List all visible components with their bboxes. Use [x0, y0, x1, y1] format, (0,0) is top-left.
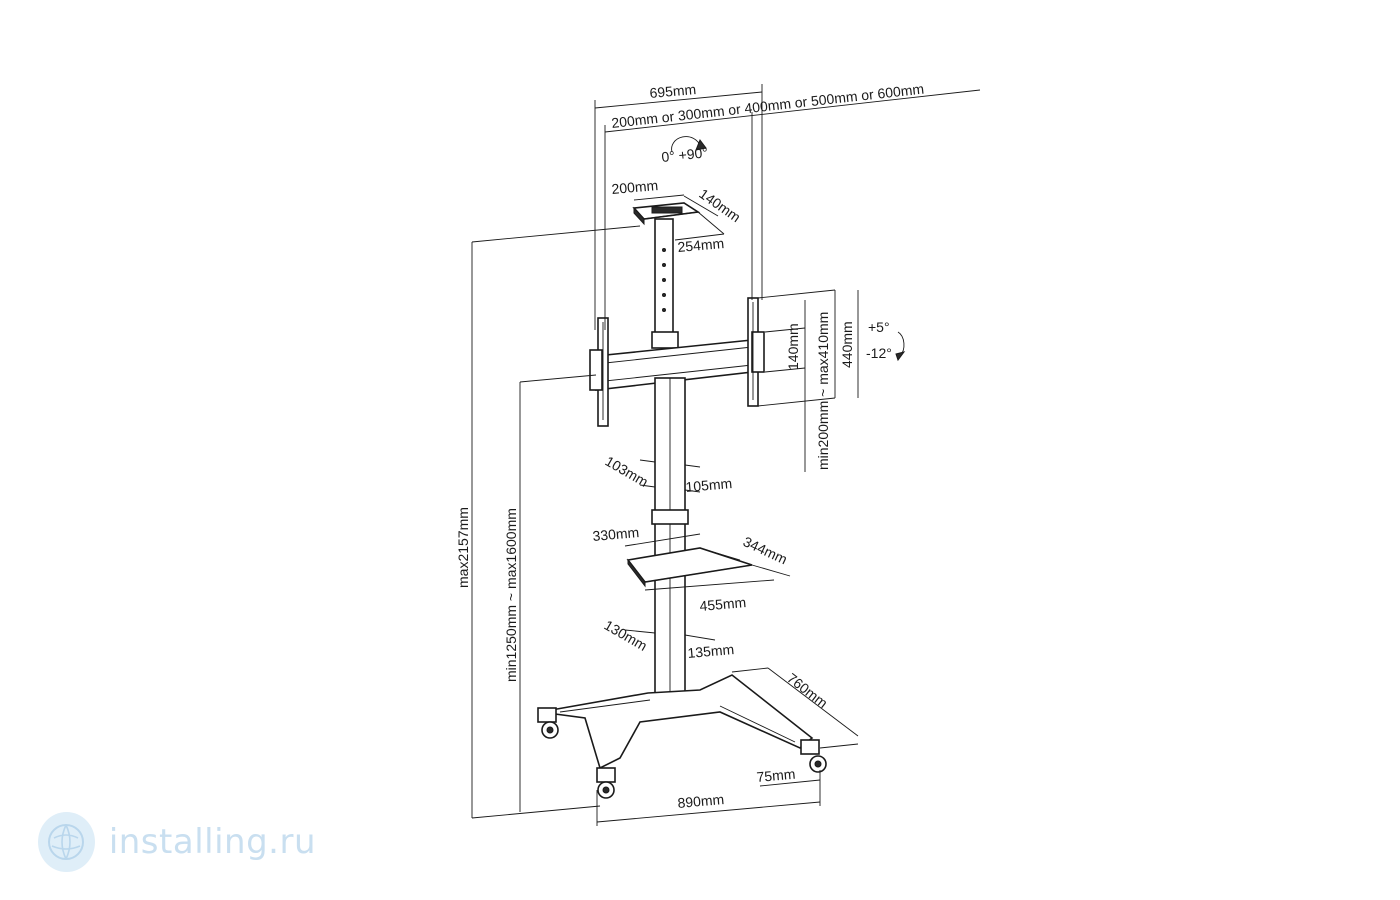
label-shelf-depth: 330mm: [592, 524, 640, 544]
dimension-lines: [471, 84, 981, 826]
label-base-depth: 760mm: [784, 670, 831, 711]
rotation-arc-icon: [671, 136, 707, 153]
right-bracket: [747, 297, 765, 407]
label-tilt-down: -12°: [866, 345, 892, 361]
label-tilt-up: +5°: [868, 319, 890, 335]
label-mount-height: min1250mm ~ max1600mm: [503, 508, 519, 682]
label-top-width: 200mm: [611, 177, 659, 197]
casters: [537, 707, 827, 799]
label-caster: 75mm: [756, 766, 796, 785]
label-clamp-width: 105mm: [685, 475, 733, 495]
label-bracket-height: 140mm: [785, 323, 801, 370]
stand-drawing: [537, 202, 827, 799]
label-rotation: 0° +90°: [661, 144, 709, 165]
label-shelf-width: 344mm: [741, 533, 790, 567]
label-base-width: 890mm: [677, 791, 725, 811]
middle-shelf: [626, 547, 753, 588]
watermark: installing.ru: [24, 806, 316, 878]
label-max-height: max2157mm: [455, 507, 471, 588]
upper-post: [651, 218, 679, 349]
label-clamp-depth: 103mm: [603, 453, 651, 490]
base: [539, 674, 814, 770]
label-arm-height: 440mm: [839, 321, 855, 368]
label-top-length: 254mm: [677, 235, 725, 255]
label-top-depth: 140mm: [696, 185, 743, 225]
tilt-arc-icon: [895, 331, 906, 362]
label-pole-width: 135mm: [687, 641, 735, 661]
label-width-total: 695mm: [649, 81, 697, 101]
caster-right: [800, 739, 827, 773]
label-shelf-length: 455mm: [699, 594, 747, 614]
label-pole-depth: 130mm: [602, 617, 650, 654]
caster-left: [537, 707, 559, 739]
top-shelf: [632, 202, 701, 226]
caster-front: [596, 767, 616, 799]
label-vesa-vertical: min200mm ~ max410mm: [815, 312, 831, 470]
globe-logo-icon: [38, 812, 95, 872]
left-bracket: [589, 317, 609, 427]
watermark-text: installing.ru: [108, 822, 316, 862]
